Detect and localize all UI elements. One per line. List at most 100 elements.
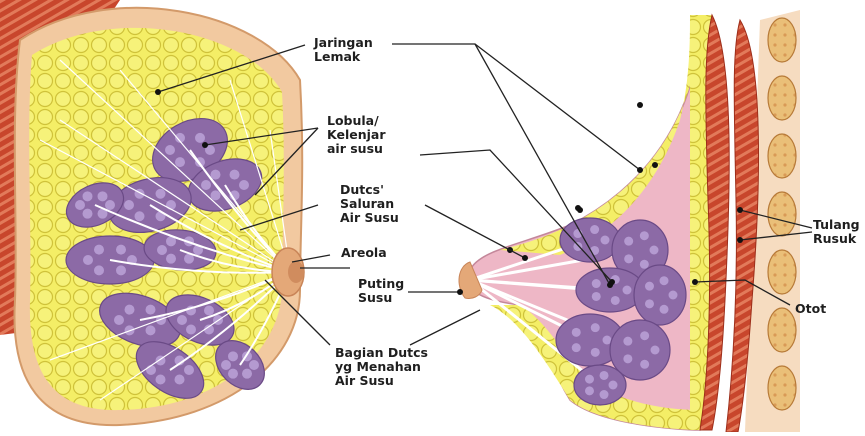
label-puting-line2: Susu: [358, 291, 404, 305]
alveolus: [201, 180, 211, 190]
leader-bagian-right: [410, 310, 480, 345]
alveolus: [83, 209, 93, 219]
rib: [768, 250, 796, 294]
alveolus: [211, 190, 221, 200]
label-jaringan-lemak-line2: Lemak: [314, 50, 373, 64]
lobule-side: [634, 265, 686, 325]
alveolus: [228, 351, 238, 361]
label-jaringan-lemak: Jaringan Lemak: [314, 36, 373, 64]
alveolus: [221, 360, 231, 370]
alveolus: [125, 305, 135, 315]
alveolus: [591, 348, 600, 357]
label-bagian-ductus: Bagian Dutcs yg Menahan Air Susu: [335, 346, 428, 388]
alveolus: [600, 371, 609, 380]
label-lobula-line2: Kelenjar: [327, 128, 386, 142]
alveolus: [592, 279, 601, 288]
label-otot: Otot: [795, 302, 826, 316]
alveolus: [609, 381, 618, 390]
rib: [768, 76, 796, 120]
rib: [768, 192, 796, 236]
alveolus: [590, 225, 599, 234]
alveolus: [94, 265, 104, 275]
fat-cell-dot: [637, 102, 643, 108]
rib: [768, 308, 796, 352]
leader-jaringan-right1: [392, 44, 640, 170]
label-otot-text: Otot: [795, 302, 826, 316]
alveolus: [146, 365, 156, 375]
label-areola: Areola: [341, 246, 387, 260]
label-lobula-line3: air susu: [327, 142, 386, 156]
alveolus: [650, 246, 659, 255]
rib: [768, 18, 796, 62]
alveolus: [585, 386, 594, 395]
label-puting-line1: Puting: [358, 277, 404, 291]
alveolus: [116, 265, 126, 275]
alveolus: [249, 360, 259, 370]
alveolus: [651, 346, 660, 355]
alveolus: [124, 200, 134, 210]
alveolus: [585, 375, 594, 384]
alveolus: [590, 246, 599, 255]
alveolus: [239, 180, 249, 190]
alveolus: [135, 211, 145, 221]
alveolus: [156, 189, 166, 199]
alveolus: [640, 231, 649, 240]
alveolus: [166, 254, 176, 264]
label-bagian-line3: Air Susu: [335, 374, 428, 388]
rib: [768, 366, 796, 410]
alveolus: [640, 360, 649, 369]
label-tulang-line1: Tulang: [813, 218, 860, 232]
label-ductus-line2: Saluran: [340, 197, 399, 211]
label-tulang-line2: Rusuk: [813, 232, 860, 246]
alveolus: [105, 200, 115, 210]
alveolus: [623, 286, 632, 295]
alveolus: [624, 237, 633, 246]
alveolus: [623, 354, 632, 363]
alveolus: [175, 375, 185, 385]
label-bagian-line1: Bagian Dutcs: [335, 346, 428, 360]
alveolus: [116, 245, 126, 255]
label-ductus-line1: Dutcs': [340, 183, 399, 197]
alveolus: [645, 282, 654, 291]
alveolus: [75, 200, 85, 210]
fat-cell-dot: [652, 162, 658, 168]
label-puting: Puting Susu: [358, 277, 404, 305]
label-ductus-line3: Air Susu: [340, 211, 399, 225]
alveolus: [640, 331, 649, 340]
alveolus: [175, 157, 185, 167]
alveolus: [623, 337, 632, 346]
alveolus: [660, 305, 669, 314]
label-lobula-line1: Lobula/: [327, 114, 386, 128]
alveolus: [242, 369, 252, 379]
alveolus: [165, 145, 175, 155]
alveolus: [228, 369, 238, 379]
alveolus: [83, 191, 93, 201]
label-tulang-rusuk: Tulang Rusuk: [813, 218, 860, 246]
alveolus: [94, 245, 104, 255]
side-view: [459, 10, 800, 432]
alveolus: [669, 291, 678, 300]
alveolus: [230, 170, 240, 180]
lobule-side: [574, 365, 626, 405]
alveolus: [83, 255, 93, 265]
alveolus: [592, 292, 601, 301]
label-jaringan-lemak-line1: Jaringan: [314, 36, 373, 50]
alveolus: [114, 315, 124, 325]
alveolus: [573, 242, 582, 251]
alveolus: [660, 276, 669, 285]
alveolus: [640, 260, 649, 269]
alveolus: [146, 305, 156, 315]
label-lobula: Lobula/ Kelenjar air susu: [327, 114, 386, 156]
alveolus: [603, 336, 612, 345]
label-areola-text: Areola: [341, 246, 387, 260]
alveolus: [195, 133, 205, 143]
nipple: [288, 261, 304, 283]
label-bagian-line2: yg Menahan: [335, 360, 428, 374]
alveolus: [186, 325, 196, 335]
label-ductus: Dutcs' Saluran Air Susu: [340, 183, 399, 225]
alveolus: [177, 315, 187, 325]
alveolus: [572, 328, 581, 337]
alveolus: [156, 375, 166, 385]
alveolus: [624, 254, 633, 263]
